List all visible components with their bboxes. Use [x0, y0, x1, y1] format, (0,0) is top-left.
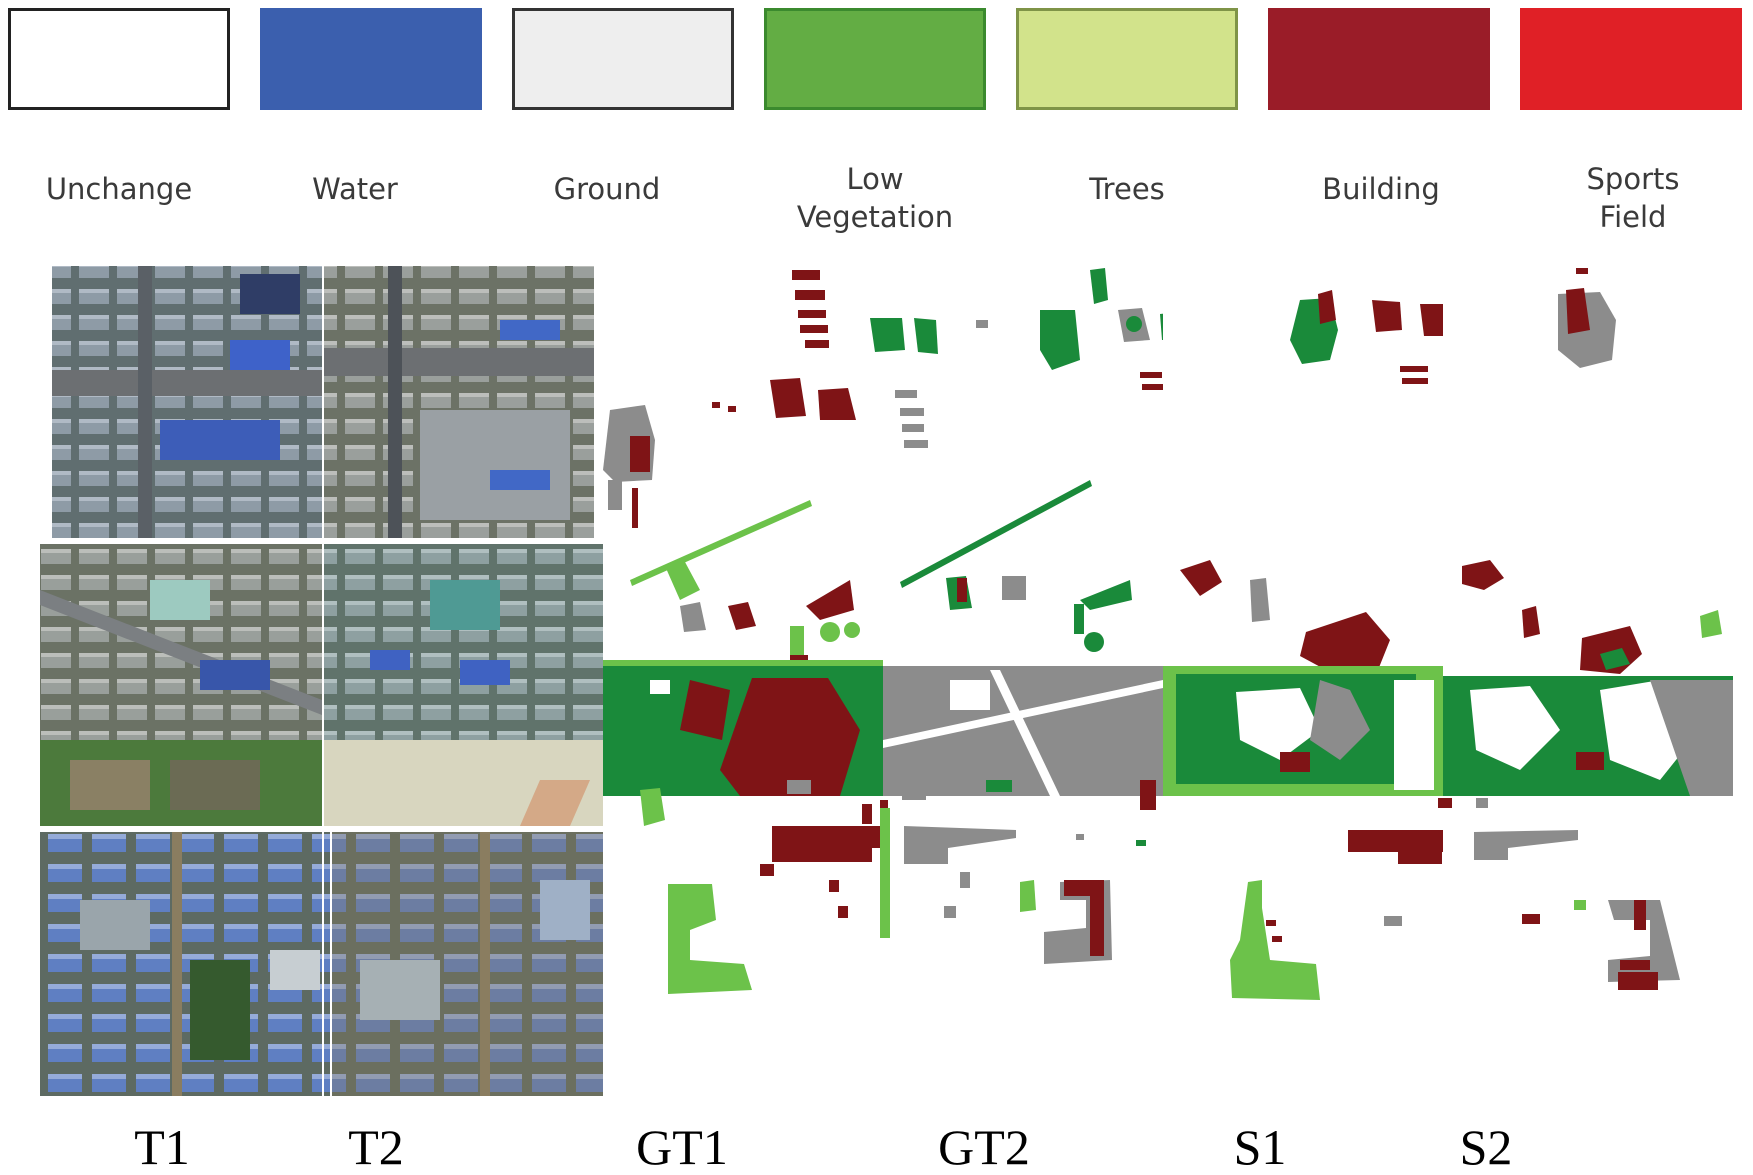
row3-s2-map	[1443, 798, 1723, 1100]
row1-s2-map	[1443, 260, 1723, 540]
legend-swatch-building	[1268, 8, 1490, 110]
row3-gt1-map	[603, 780, 896, 1100]
row3-gt2-map	[880, 780, 1163, 1100]
row3-s1-map	[1163, 798, 1452, 1100]
legend-swatch-trees	[1016, 8, 1238, 110]
row3-t2-image	[332, 832, 612, 1096]
legend-label-building: Building	[1322, 172, 1440, 206]
legend-swatch-ground	[512, 8, 734, 110]
column-label-gt1: GT1	[636, 1119, 728, 1175]
legend-swatch-sports-field	[1520, 8, 1742, 110]
legend-label-low-vegetation: Low Vegetation	[796, 162, 954, 234]
row2-s2-map	[1443, 540, 1733, 820]
row2-t1-image	[40, 544, 322, 826]
legend-label-ground: Ground	[553, 172, 661, 206]
figure-panels	[0, 260, 1733, 1100]
row1-gt1-map	[603, 260, 883, 540]
column-label-gt2: GT2	[938, 1119, 1030, 1175]
row1-t2-image	[324, 266, 594, 538]
legend-label-water: Water	[312, 172, 398, 206]
row3-t1-image	[40, 832, 330, 1096]
legend-label-trees: Trees	[1089, 172, 1165, 206]
legend-label-unchange: Unchange	[45, 172, 193, 206]
row2-gt1-map	[603, 500, 883, 820]
legend-swatch-unchange	[8, 8, 230, 110]
row1-s1-map	[1163, 260, 1458, 540]
row1-gt2-map	[870, 260, 1186, 540]
legend: Unchange Water Ground Low Vegetation Tre…	[0, 0, 1753, 240]
column-label-s2: S2	[1459, 1119, 1513, 1175]
column-label-s1: S1	[1233, 1119, 1287, 1175]
row2-gt2-map	[883, 480, 1163, 820]
legend-swatch-water	[260, 8, 482, 110]
legend-swatch-low-vegetation	[764, 8, 986, 110]
legend-label-sports-field: Sports Field	[1586, 162, 1680, 234]
row2-s1-map	[1163, 540, 1443, 820]
row1-t1-image	[52, 266, 324, 538]
column-label-t2: T2	[348, 1119, 404, 1175]
row2-t2-image	[322, 544, 604, 826]
column-label-t1: T1	[134, 1119, 190, 1175]
